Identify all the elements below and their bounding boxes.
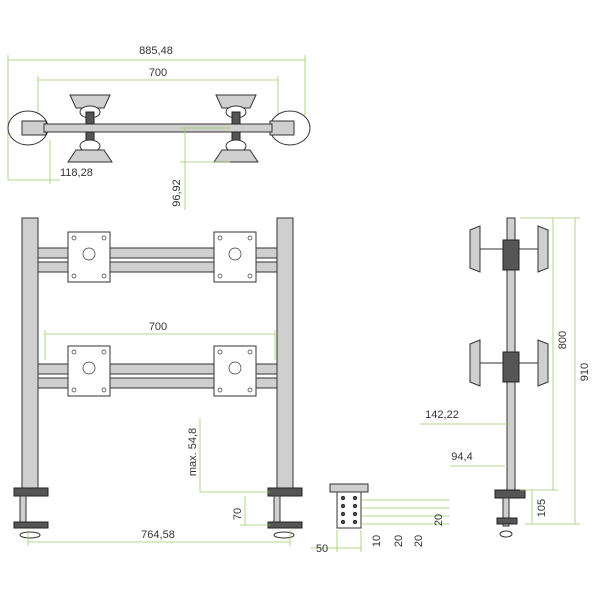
overall-width-label: 885,48: [139, 45, 173, 57]
side-clamp-bottom: [496, 517, 518, 525]
side-upper-arm: [502, 239, 520, 271]
right-clamp-block: [269, 120, 295, 136]
side-clamp-top: [494, 489, 526, 499]
upper-rail-2: [37, 261, 278, 273]
lower-rail-1: [37, 363, 278, 375]
clamp-height-label: 70: [232, 508, 244, 520]
clamp-spacing-label-3: 20: [413, 535, 425, 547]
mount-bottom-right: [213, 131, 259, 163]
base-width-label: 764,58: [141, 529, 175, 541]
mount-top-left: [69, 94, 111, 125]
vesa-plate-upper-left: [67, 231, 111, 283]
clamp-detail-width-label: 50: [316, 543, 328, 555]
right-post: [276, 217, 294, 491]
clamp-spacing-label-1: 10: [371, 535, 383, 547]
clamp-detail: 50 10 20 20 20: [310, 483, 450, 555]
side-lower-right-plate: [537, 339, 549, 387]
side-lower-left-plate: [469, 339, 481, 387]
mount-bottom-left: [67, 131, 113, 163]
right-desk-clamp: [267, 487, 303, 539]
side-lower-arm: [502, 351, 520, 383]
front-view: 700 max. 54,8 70 764,58: [13, 217, 303, 546]
clamp-height-side-label: 105: [536, 499, 548, 517]
clamp-detail-top: [329, 483, 369, 493]
left-clamp-block: [21, 120, 47, 136]
side-view: 910 800 142,22 94,4 105: [420, 217, 591, 538]
end-offset-label: 118,28: [60, 167, 93, 179]
arm-depth-label: 142,22: [425, 409, 459, 421]
mount-top-right: [215, 94, 257, 125]
rail-width-label: 700: [149, 67, 167, 79]
vesa-plate-lower-right: [213, 345, 257, 397]
max-label: max. 54,8: [187, 428, 199, 476]
side-upper-right-plate: [537, 225, 549, 273]
left-post: [21, 217, 39, 491]
side-clamp-knob: [499, 530, 513, 538]
side-upper-left-plate: [469, 225, 481, 273]
total-height-label: 910: [579, 363, 591, 381]
upper-rail-1: [37, 247, 278, 259]
front-rail-width-label: 700: [149, 321, 167, 333]
top-view: 885,48 700: [7, 45, 311, 210]
base-depth-label: 94,4: [451, 451, 472, 463]
clamp-spacing-label-2: 20: [393, 535, 405, 547]
top-rail: [43, 123, 273, 133]
lower-rail-2: [37, 377, 278, 389]
vesa-plate-upper-right: [213, 231, 257, 283]
clamp-spacing-label-4: 20: [433, 514, 445, 526]
left-desk-clamp: [13, 487, 49, 539]
clamp-detail-body: [336, 491, 362, 529]
side-clamp-screw: [502, 497, 510, 527]
upper-height-label: 800: [557, 331, 569, 349]
depth-label: 96,92: [171, 179, 183, 207]
vesa-plate-lower-left: [67, 345, 111, 397]
